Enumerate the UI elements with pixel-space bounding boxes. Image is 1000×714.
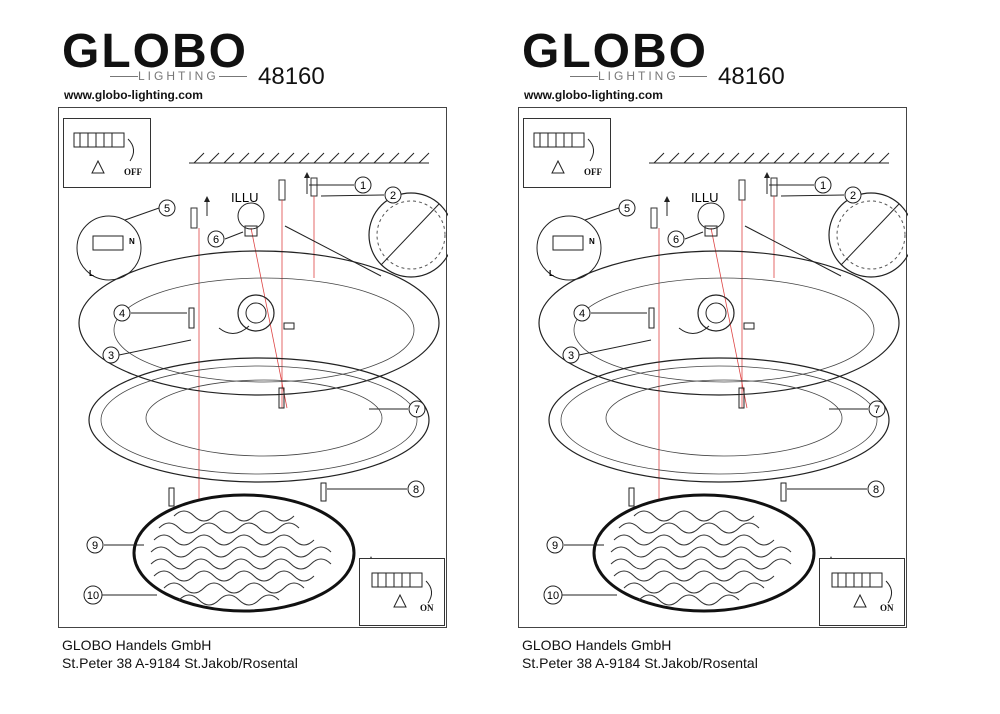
switch-on-inset: ON [359, 558, 445, 626]
switch-on-label: ON [420, 603, 434, 613]
callout-4: 4 [573, 304, 647, 322]
terminal-n-label: N [589, 237, 595, 246]
callout-8: 8 [327, 480, 425, 498]
callout-8: 8 [787, 480, 885, 498]
assembly-diagram: ILLU N L [76, 152, 448, 613]
callout-3: 3 [102, 339, 192, 364]
callout-6: 6 [667, 230, 704, 248]
callout-9: 9 [546, 536, 604, 554]
breaker-on-icon [371, 572, 432, 608]
model-number: 48160 [718, 63, 785, 90]
callout-3: 3 [562, 339, 652, 364]
svg-text:2: 2 [390, 190, 396, 202]
instruction-sheet-left: GLOBO LIGHTING 48160 www.globo-lighting.… [40, 0, 510, 714]
instruction-sheet-right: GLOBO LIGHTING 48160 www.globo-lighting.… [500, 0, 970, 714]
switch-off-inset: OFF [63, 118, 151, 188]
company-name: GLOBO Handels GmbH [62, 637, 212, 653]
svg-text:9: 9 [92, 540, 98, 552]
brand-sub-logo: LIGHTING [110, 70, 247, 82]
svg-text:7: 7 [414, 404, 420, 416]
terminal-l-label: L [549, 269, 554, 278]
terminal-l-label: L [89, 269, 94, 278]
breaker-off-icon [73, 132, 134, 174]
brand-logo: GLOBO [522, 25, 708, 78]
svg-text:5: 5 [624, 203, 630, 215]
assembly-diagram-frame: ILLU N L [58, 107, 448, 628]
company-address: St.Peter 38 A-9184 St.Jakob/Rosental [62, 655, 298, 671]
callout-9: 9 [86, 536, 144, 554]
website-link[interactable]: www.globo-lighting.com [524, 88, 663, 102]
svg-text:3: 3 [108, 350, 114, 362]
callout-10: 10 [543, 585, 617, 605]
svg-text:6: 6 [213, 234, 219, 246]
callout-5: 5 [584, 199, 636, 221]
website-link[interactable]: www.globo-lighting.com [64, 88, 203, 102]
switch-off-inset: OFF [523, 118, 611, 188]
svg-text:8: 8 [413, 484, 419, 496]
callout-1: 1 [309, 176, 372, 194]
svg-text:5: 5 [164, 203, 170, 215]
brand-sub-logo: LIGHTING [570, 70, 707, 82]
callout-7: 7 [369, 400, 426, 418]
callout-2: 2 [320, 186, 402, 204]
switch-on-inset: ON [819, 558, 905, 626]
svg-text:4: 4 [579, 308, 585, 320]
assembly-diagram: ILLU N L [536, 152, 908, 613]
breaker-on-icon [831, 572, 892, 608]
svg-text:9: 9 [552, 540, 558, 552]
callout-2: 2 [780, 186, 862, 204]
illu-label: ILLU [231, 190, 258, 205]
callout-5: 5 [124, 199, 176, 221]
callout-6: 6 [207, 230, 244, 248]
switch-off-label: OFF [124, 167, 142, 177]
callout-4: 4 [113, 304, 187, 322]
company-name: GLOBO Handels GmbH [522, 637, 672, 653]
callout-10: 10 [83, 585, 157, 605]
svg-text:7: 7 [874, 404, 880, 416]
svg-text:1: 1 [360, 180, 366, 192]
svg-text:2: 2 [850, 190, 856, 202]
switch-off-label: OFF [584, 167, 602, 177]
assembly-diagram-frame: ILLU N L [518, 107, 908, 628]
switch-on-label: ON [880, 603, 894, 613]
company-address: St.Peter 38 A-9184 St.Jakob/Rosental [522, 655, 758, 671]
svg-text:6: 6 [673, 234, 679, 246]
svg-text:4: 4 [119, 308, 125, 320]
svg-text:10: 10 [547, 590, 559, 602]
svg-text:1: 1 [820, 180, 826, 192]
brand-logo: GLOBO [62, 25, 248, 78]
model-number: 48160 [258, 63, 325, 90]
illu-label: ILLU [691, 190, 718, 205]
svg-text:8: 8 [873, 484, 879, 496]
svg-text:3: 3 [568, 350, 574, 362]
callout-1: 1 [769, 176, 832, 194]
breaker-off-icon [533, 132, 594, 174]
terminal-n-label: N [129, 237, 135, 246]
callout-7: 7 [829, 400, 886, 418]
svg-text:10: 10 [87, 590, 99, 602]
